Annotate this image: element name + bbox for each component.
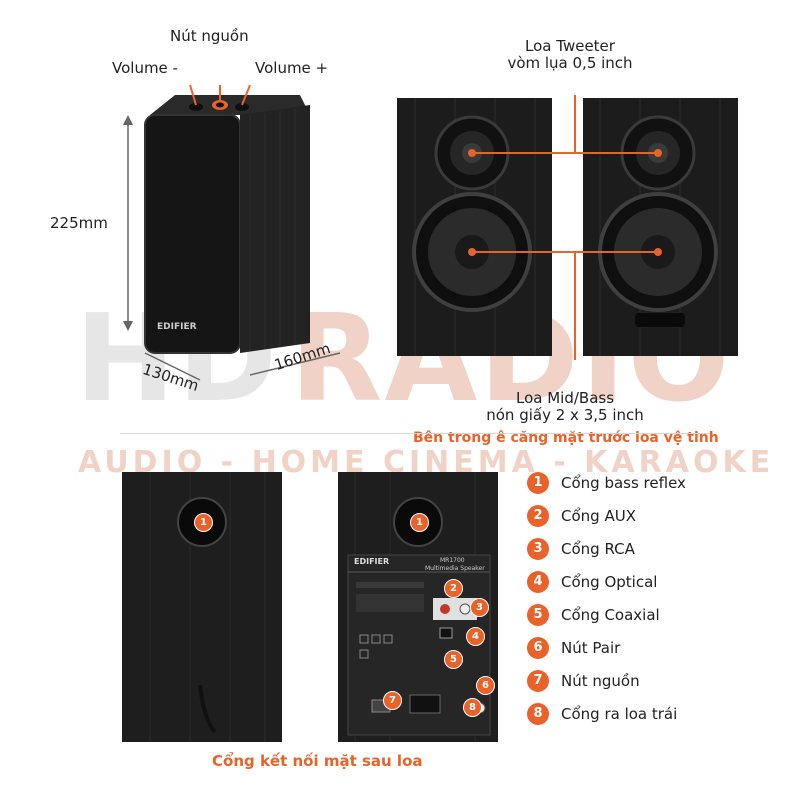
legend-item: 3 Cổng RCA	[527, 532, 787, 565]
volume-minus-knob	[189, 103, 203, 111]
legend-label: Cổng ra loa trái	[561, 704, 678, 723]
label-tweeter-line2: vòm lụa 0,5 inch	[507, 54, 633, 72]
legend-label: Cổng RCA	[561, 539, 635, 558]
logo-front: EDIFIER	[157, 322, 197, 332]
legend-label: Cổng Coaxial	[561, 605, 660, 624]
legend-number-badge: 6	[527, 636, 549, 659]
speaker-side-panel	[240, 105, 310, 353]
label-midbass-line1: Loa Mid/Bass	[515, 389, 615, 407]
rear-badge-8: 8	[463, 698, 482, 717]
legend-item: 2 Cổng AUX	[527, 499, 787, 532]
label-midbass: Loa Mid/Bass nón giấy 2 x 3,5 inch	[470, 390, 660, 424]
label-tweeter-line1: Loa Tweeter	[525, 37, 615, 55]
rear-badge-6: 6	[476, 676, 495, 695]
label-tweeter: Loa Tweeter vòm lụa 0,5 inch	[490, 38, 650, 72]
legend-number-badge: 4	[527, 570, 549, 593]
legend-item: 5 Cổng Coaxial	[527, 598, 787, 631]
volume-plus-knob	[235, 103, 249, 111]
caption-rear: Cổng kết nối mặt sau loa	[212, 752, 423, 770]
rear-badge-1-left: 1	[194, 513, 213, 532]
back-panel-brand: EDIFIER	[354, 557, 390, 566]
legend-label: Nút nguồn	[561, 671, 640, 690]
rear-badge-3: 3	[470, 598, 489, 617]
legend-label: Cổng Optical	[561, 572, 658, 591]
legend-number-badge: 8	[527, 702, 549, 725]
legend-label: Nút Pair	[561, 638, 621, 657]
legend-number-badge: 2	[527, 504, 549, 527]
rear-badge-7: 7	[383, 691, 402, 710]
legend-item: 7 Nút nguồn	[527, 664, 787, 697]
front-speaker-illustration	[123, 85, 341, 381]
legend-number-badge: 3	[527, 537, 549, 560]
label-volume-plus: Volume +	[255, 59, 329, 77]
legend-number-badge: 5	[527, 603, 549, 626]
back-panel-model: MR1700	[440, 557, 465, 564]
rear-badge-2: 2	[444, 579, 463, 598]
legend-number-badge: 7	[527, 669, 549, 692]
label-midbass-line2: nón giấy 2 x 3,5 inch	[486, 406, 644, 424]
legend-item: 1 Cổng bass reflex	[527, 466, 787, 499]
rear-badge-5: 5	[444, 650, 463, 669]
legend-item: 4 Cổng Optical	[527, 565, 787, 598]
rear-badge-4: 4	[466, 627, 485, 646]
rear-badge-1-right: 1	[410, 513, 429, 532]
label-power-button: Nút nguồn	[170, 27, 249, 45]
speaker-front-grille	[145, 115, 240, 353]
drivers-illustration	[397, 95, 738, 360]
legend-item: 6 Nút Pair	[527, 631, 787, 664]
legend-number-badge: 1	[527, 471, 549, 494]
legend-label: Cổng bass reflex	[561, 473, 686, 492]
legend-item: 8 Cổng ra loa trái	[527, 697, 787, 730]
label-height: 225mm	[50, 214, 108, 232]
back-panel-subtitle: Multimedia Speaker	[425, 565, 485, 572]
caption-drivers: Bên trong ê căng mặt trước loa vệ tinh	[413, 430, 719, 446]
section-divider	[120, 433, 710, 434]
label-volume-minus: Volume -	[112, 59, 178, 77]
legend-label: Cổng AUX	[561, 506, 636, 525]
rear-speakers-illustration	[122, 472, 498, 742]
